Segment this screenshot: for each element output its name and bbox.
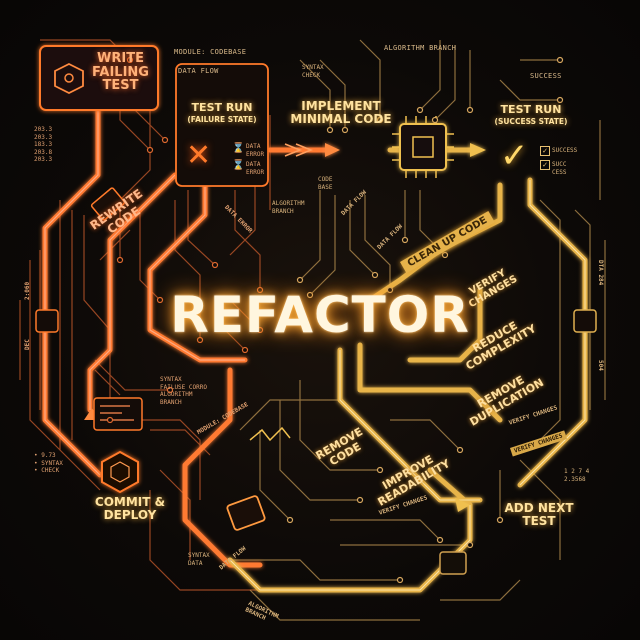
left-numbers-block: 203.3 203.3 183.3 203.8 203.3: [34, 126, 53, 163]
bottom-chip: [226, 495, 266, 531]
left-vertical-label: 2:060: [24, 281, 31, 300]
hourglass-icon-2: ⌛: [232, 160, 245, 171]
data-error-label-2: DATA ERROR: [246, 161, 265, 176]
commit-hex: [101, 450, 139, 494]
failure-cross-icon: ✕: [186, 138, 212, 173]
data-stream: [284, 143, 314, 157]
test-run-failure-subtitle: (FAILURE STATE): [187, 115, 257, 124]
right-vertical-label-2: 504: [597, 360, 604, 371]
bottom-right-chip: [439, 551, 467, 575]
terminal-box: [93, 397, 143, 431]
left-chip: [35, 309, 59, 333]
rewrite-doc-icon: [90, 187, 126, 221]
implement-label: IMPLEMENT MINIMAL CODE: [290, 99, 392, 126]
right-chip: [573, 309, 597, 333]
test-run-success-subtitle: (SUCCESS STATE): [494, 117, 568, 126]
hourglass-icon-1: ⌛: [232, 143, 245, 154]
algorithm-branch-mid-label: ALGORITHM BRANCH: [272, 200, 305, 215]
data-error-label-1: DATA ERROR: [246, 143, 265, 158]
right-numbers-block: 1 2 7 4 2.3568: [564, 468, 590, 483]
syntax-block-label: SYNTAX FAILUSE CORRO ALGORITHM BRANCH: [160, 376, 207, 406]
success-checkbox-2: ✓: [540, 160, 550, 170]
test-run-failure-box: [175, 63, 269, 187]
trace-nodes: [286, 56, 564, 584]
data-flow-top-label: DATA FLOW: [178, 67, 219, 75]
arrow-to-implement: [325, 143, 340, 157]
write-test-node: [64, 73, 74, 83]
test-run-success-title: TEST RUN: [500, 103, 562, 116]
syntax-check-top-label: SYNTAX CHECK: [302, 64, 324, 79]
success-item-2: SUCC CESS: [552, 161, 567, 176]
module-codebase-top-label: MODULE: CODEBASE: [174, 48, 247, 56]
thin-traces-right: [230, 39, 606, 621]
orange-inner-lines: [44, 110, 245, 476]
syntax-data-label: SYNTAX DATA: [188, 552, 210, 567]
trace-nodes-orange: [106, 56, 264, 424]
processor-chip-core: [412, 136, 434, 158]
success-item-1: SUCCESS: [552, 147, 578, 154]
chip-pins: [392, 116, 454, 178]
success-top-label: SUCCESS: [530, 72, 562, 80]
write-test-hex: [54, 62, 84, 95]
write-failing-test-label: WRITE FAILING TEST: [92, 51, 149, 94]
gold-inner-lines: [229, 180, 586, 591]
syntax-check-left-block: • 9.73 • SYNTAX • CHECK: [34, 452, 63, 474]
arrow-to-success: [470, 143, 486, 157]
arrow-bottom-right: [455, 498, 470, 512]
success-check-icon: ✓: [500, 136, 529, 176]
add-next-test-label: ADD NEXT TEST: [504, 501, 574, 528]
commit-hex-inner: [110, 461, 130, 483]
processor-chip: [399, 123, 447, 171]
commit-deploy-label: COMMIT & DEPLOY: [94, 495, 166, 522]
success-checkbox-1: ✓: [540, 146, 550, 156]
code-base-label: CODE BASE: [318, 176, 333, 191]
algorithm-branch-top-label: ALGORITHM BRANCH: [384, 44, 457, 52]
refactor-title: REFACTOR: [170, 286, 470, 344]
signal-zigzag: [249, 426, 291, 442]
left-vertical-label-2: DEC: [24, 339, 31, 350]
test-run-failure-title: TEST RUN: [191, 101, 253, 114]
right-vertical-label: DTA 284: [597, 260, 604, 286]
terminal-lines: [100, 405, 134, 421]
